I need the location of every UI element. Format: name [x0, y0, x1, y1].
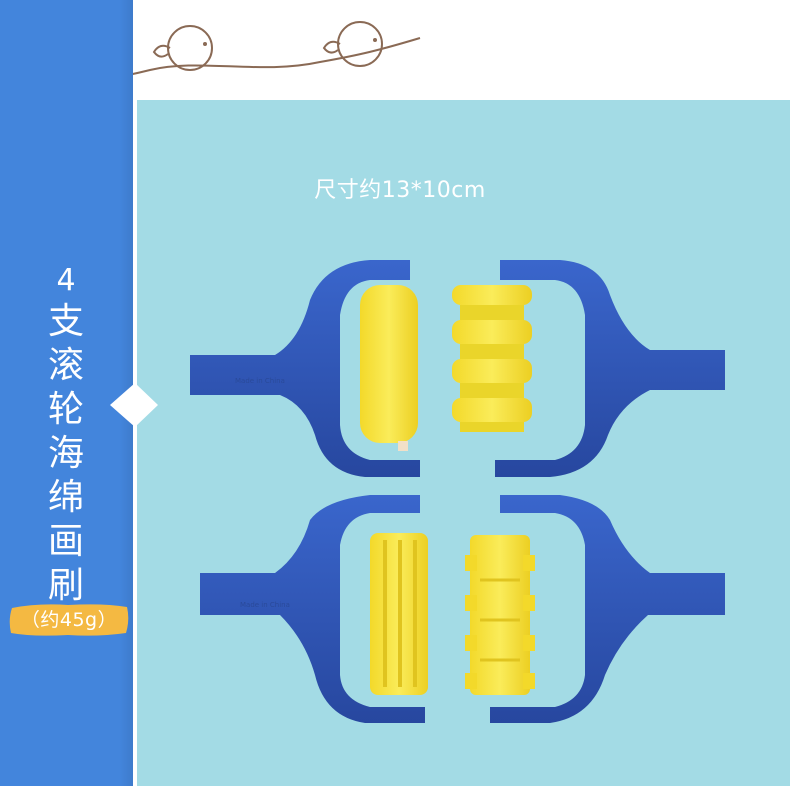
handle-imprint: Made in China	[235, 377, 285, 385]
weight-badge: （约45g）	[8, 602, 130, 638]
roller-top-left: Made in China	[190, 260, 420, 477]
handle-imprint: Made in China	[240, 601, 290, 609]
sidebar-banner	[0, 0, 133, 786]
title-char: 海	[47, 433, 84, 474]
panel-notch	[110, 383, 158, 427]
sponge-rollers-image: Made in China Made in China	[190, 260, 725, 723]
title-char: 画	[47, 521, 84, 562]
roller-bottom-left: Made in China	[200, 495, 428, 723]
title-char: 滚	[47, 345, 84, 386]
weight-label: （约45g）	[20, 609, 118, 631]
title-char: 刷	[47, 565, 84, 606]
product-title: 4 支 滚 轮 海 绵 画 刷	[30, 262, 102, 608]
roller-bottom-right	[465, 495, 725, 723]
title-char: 绵	[47, 477, 84, 518]
size-label: 尺寸约13*10cm	[314, 178, 486, 203]
product-panel	[137, 100, 790, 786]
roller-top-right	[452, 260, 725, 477]
title-char: 轮	[47, 389, 84, 430]
title-char: 支	[47, 301, 84, 342]
title-count: 4	[56, 263, 76, 298]
